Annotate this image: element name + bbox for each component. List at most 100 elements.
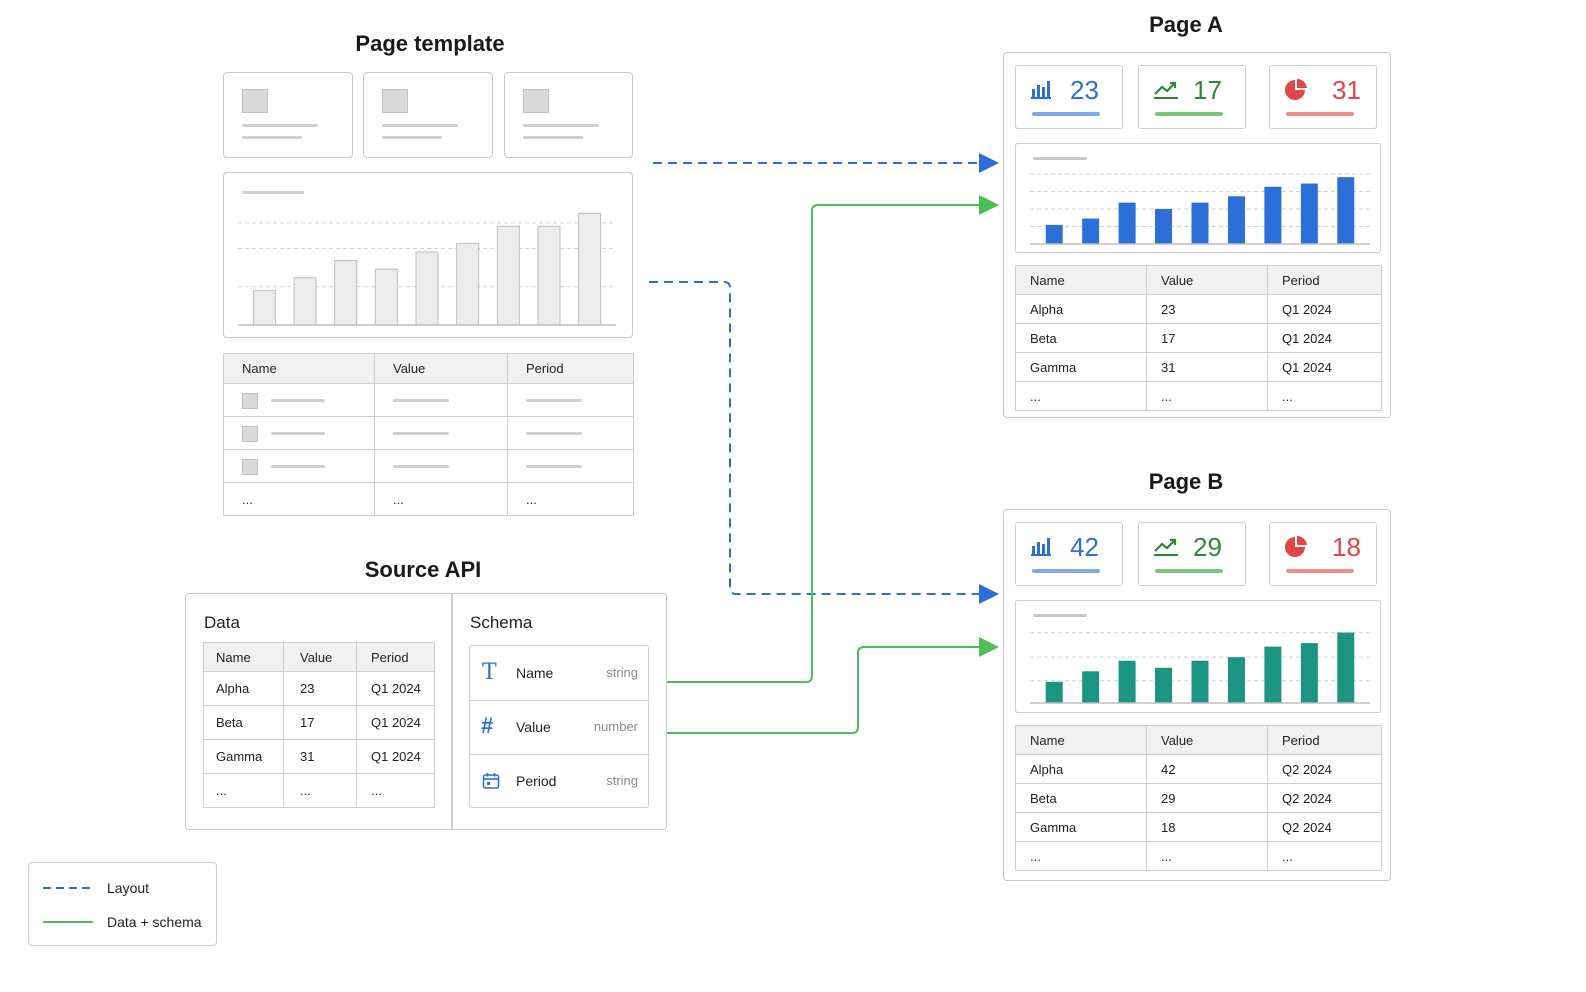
cell: 23 (283, 671, 357, 706)
chart-bar (252, 290, 276, 326)
cell: Gamma (203, 739, 284, 774)
kpi-value: 29 (1193, 532, 1222, 562)
kpi-underline (1155, 112, 1223, 116)
chart-bar (1227, 657, 1245, 703)
text-placeholder (242, 124, 318, 127)
chart-bar (374, 268, 398, 326)
cell: Alpha (1015, 294, 1147, 324)
chart-bar (1337, 177, 1355, 244)
template-title: Page template (355, 31, 505, 56)
legend: Layout Data + schema (28, 862, 217, 946)
schema-field-value: # Value number (470, 700, 650, 755)
schema-field-period: Period string (470, 754, 650, 808)
cell: 31 (1146, 352, 1268, 382)
text-placeholder (271, 465, 325, 468)
kpi-value: 23 (1070, 75, 1099, 105)
cell: 17 (1146, 323, 1268, 353)
column-header: Name (1015, 265, 1147, 295)
chart-title-placeholder (242, 191, 304, 194)
chart-bar (1337, 632, 1355, 703)
chart-bar (1155, 667, 1173, 703)
bar-chart-icon (1031, 81, 1051, 99)
image-placeholder (242, 89, 268, 113)
cell: Q1 2024 (356, 671, 435, 706)
text-placeholder (526, 399, 582, 402)
column-header: Name (203, 642, 284, 672)
template-card (504, 72, 633, 158)
calendar-icon (482, 773, 500, 789)
table-row: ... ... ... (203, 773, 435, 808)
cell: ... (203, 773, 284, 808)
cell: Q2 2024 (1267, 783, 1382, 813)
chart-bar (1082, 218, 1100, 244)
ellipsis-cell: ... (223, 482, 375, 516)
cell: Q1 2024 (356, 739, 435, 774)
text-placeholder (523, 124, 599, 127)
kpi-card: 29 (1138, 522, 1246, 586)
ellipsis-cell: ... (507, 482, 634, 516)
text-placeholder (271, 399, 325, 402)
kpi-value: 17 (1193, 75, 1222, 105)
text-placeholder (382, 136, 442, 139)
chart-bar (1191, 660, 1209, 703)
chart-bar (496, 225, 520, 326)
text-placeholder (393, 465, 449, 468)
text-placeholder (393, 432, 449, 435)
data-connector-page-b (667, 637, 999, 734)
chart-bar (293, 277, 317, 326)
data-panel-title: Data (204, 613, 240, 632)
cell: Q1 2024 (356, 705, 435, 740)
text-placeholder (382, 124, 458, 127)
image-placeholder (382, 89, 408, 113)
cell: Q1 2024 (1267, 294, 1382, 324)
chart-title-placeholder (1033, 614, 1087, 617)
template-card (363, 72, 493, 158)
cell: ... (356, 773, 435, 808)
cell: Q2 2024 (1267, 754, 1382, 784)
cell: 23 (1146, 294, 1268, 324)
kpi-card: 17 (1138, 65, 1246, 129)
kpi-underline (1155, 569, 1223, 573)
page-a-title: Page A (1149, 12, 1223, 37)
chart-bar (578, 212, 602, 326)
page-a-bar-chart (1030, 173, 1370, 245)
cell: Gamma (1015, 812, 1147, 842)
schema-field-label: Period (516, 773, 557, 789)
column-header: Period (507, 353, 634, 384)
checkbox-placeholder (242, 393, 258, 409)
schema-field-type: number (593, 719, 638, 734)
column-header: Name (223, 353, 375, 384)
column-header: Name (1015, 725, 1147, 755)
chart-bar (1300, 643, 1318, 703)
cell: Q1 2024 (1267, 323, 1382, 353)
pie-chart-icon (1285, 535, 1307, 557)
cell: ... (1267, 841, 1382, 871)
column-header: Value (1146, 265, 1268, 295)
cell: 17 (283, 705, 357, 740)
schema-field-name: T Name string (470, 646, 650, 701)
schema-field-label: Name (516, 665, 554, 681)
cell: ... (1015, 381, 1147, 411)
chart-bar (1227, 196, 1245, 244)
bar-chart-icon (1031, 538, 1051, 556)
cell: Beta (1015, 783, 1147, 813)
cell: ... (1146, 381, 1268, 411)
data-legend-label: Data + schema (107, 914, 202, 930)
chart-bar (1045, 681, 1063, 703)
schema-field-label: Value (516, 719, 551, 735)
table-row: ......... (1015, 381, 1382, 411)
kpi-card: 23 (1015, 65, 1123, 129)
column-header: Period (1267, 725, 1382, 755)
layout-legend-label: Layout (107, 880, 150, 896)
chart-bar (1300, 183, 1318, 244)
kpi-underline (1032, 569, 1100, 573)
ellipsis-cell: ... (374, 482, 508, 516)
cell: Beta (1015, 323, 1147, 353)
trend-line-icon (1154, 538, 1178, 556)
chart-bar (456, 242, 480, 326)
text-placeholder (526, 432, 582, 435)
